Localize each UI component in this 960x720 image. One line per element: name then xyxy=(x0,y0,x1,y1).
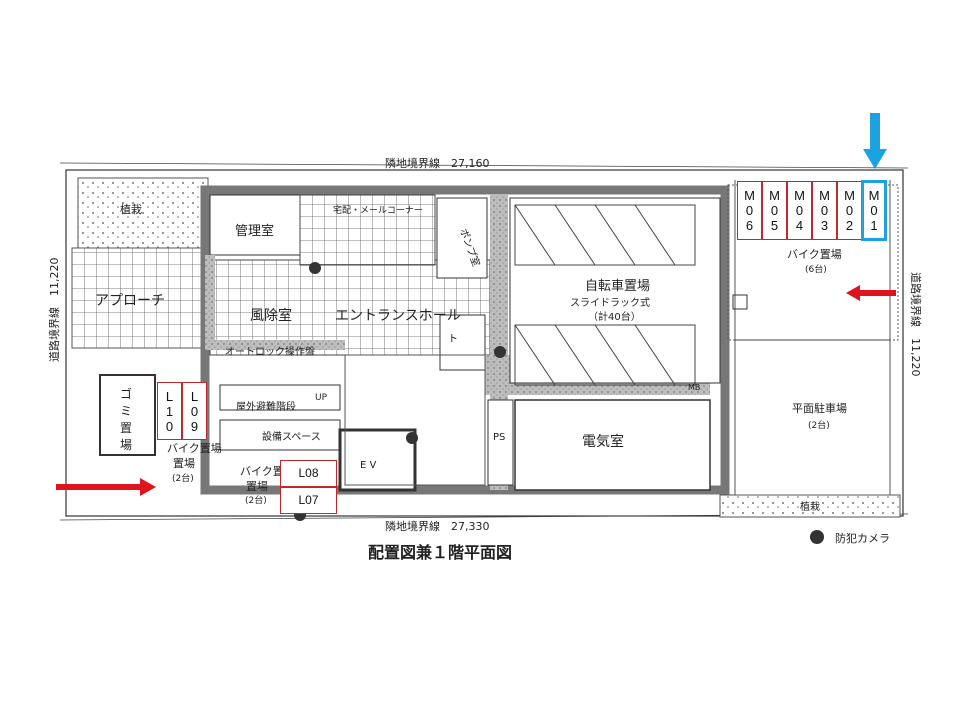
garbage-room xyxy=(99,374,156,456)
svg-text:バイク置場: バイク置場 xyxy=(167,442,222,455)
svg-text:オートロック操作盤: オートロック操作盤 xyxy=(225,345,315,358)
boundary-top-label: 隣地境界線 27,160 xyxy=(385,156,490,170)
svg-text:ト: ト xyxy=(448,334,458,345)
svg-text:設備スペース: 設備スペース xyxy=(262,430,321,443)
svg-text:置場: 置場 xyxy=(173,457,195,470)
camera-icon xyxy=(810,530,824,544)
svg-text:(2台): (2台) xyxy=(172,472,194,484)
slot-l07: L07 xyxy=(280,487,337,514)
svg-text:宅配・メールコーナー: 宅配・メールコーナー xyxy=(333,204,423,216)
site-boundary xyxy=(65,169,904,517)
svg-text:植栽: 植栽 xyxy=(120,202,142,216)
entry-arrow-left xyxy=(56,478,156,496)
svg-text:(6台): (6台) xyxy=(805,263,827,275)
svg-text:屋外避難階段: 屋外避難階段 xyxy=(236,400,296,413)
svg-text:E V: E V xyxy=(360,460,376,471)
svg-text:アプローチ: アプローチ xyxy=(95,293,165,309)
svg-text:バイク置場: バイク置場 xyxy=(787,248,842,261)
highlight-arrow-down xyxy=(863,113,887,169)
svg-text:ミ: ミ xyxy=(120,404,132,418)
svg-text:植栽: 植栽 xyxy=(800,500,820,513)
svg-text:管理室: 管理室 xyxy=(235,223,274,239)
svg-text:(2台): (2台) xyxy=(245,494,267,506)
svg-text:ゴ: ゴ xyxy=(120,386,132,401)
svg-text:場: 場 xyxy=(120,438,132,452)
svg-text:置場: 置場 xyxy=(246,480,268,493)
approach-area xyxy=(71,247,208,349)
svg-text:電気室: 電気室 xyxy=(582,433,624,450)
boundary-bottom-label: 隣地境界線 27,330 xyxy=(385,519,490,533)
slot-l08: L08 xyxy=(280,460,337,487)
svg-text:自転車置場: 自転車置場 xyxy=(585,279,650,294)
svg-text:エントランスホール: エントランスホール xyxy=(335,308,461,324)
svg-text:(2台): (2台) xyxy=(808,419,830,431)
svg-text:風除室: 風除室 xyxy=(250,307,292,324)
svg-text:スライドラック式: スライドラック式 xyxy=(570,296,650,309)
svg-text:（計40台）: （計40台） xyxy=(588,310,641,323)
entry-arrow-right xyxy=(846,285,896,301)
svg-text:平面駐車場: 平面駐車場 xyxy=(792,401,847,415)
svg-text:MB: MB xyxy=(688,383,700,392)
svg-text:置: 置 xyxy=(120,421,132,435)
boundary-right-label: 道路境界線 11,220 xyxy=(909,272,923,377)
planting-area xyxy=(77,177,209,249)
svg-text:PS: PS xyxy=(493,432,505,443)
plan-title: 配置図兼１階平面図 xyxy=(368,543,512,562)
boundary-left-label: 道路境界線 11,220 xyxy=(47,258,61,363)
svg-text:UP: UP xyxy=(315,393,328,403)
legend-label: 防犯カメラ xyxy=(835,531,890,545)
